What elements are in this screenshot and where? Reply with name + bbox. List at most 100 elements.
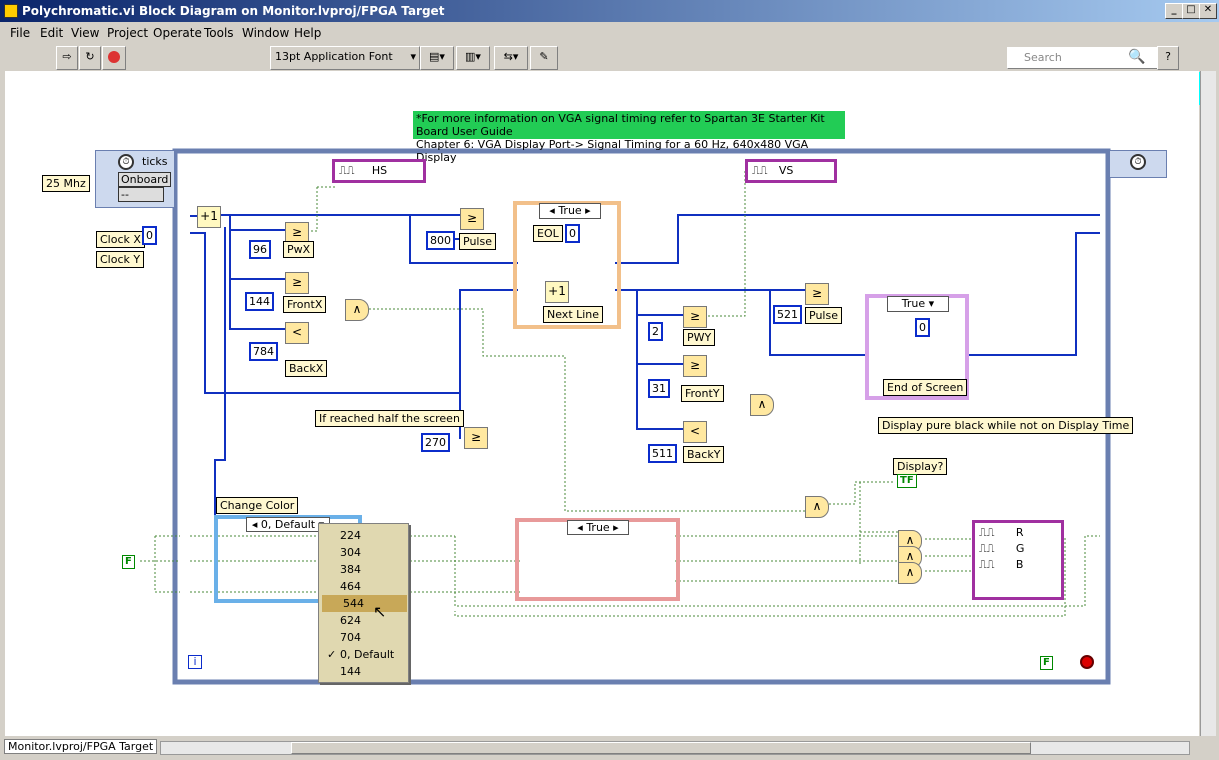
vs-indicator[interactable]: ⎍⎍ VS [745,159,837,183]
stop-icon[interactable] [1080,655,1094,669]
fronty-label: FrontY [681,385,724,402]
horizontal-scrollbar[interactable] [160,741,1190,755]
minimize-button[interactable]: _ [1165,3,1183,19]
menu-item-464[interactable]: 464 [340,580,361,593]
eos-case-structure[interactable]: True ▾ 0 End of Screen [865,294,969,400]
backx-constant[interactable]: 784 [249,342,278,361]
fronty-constant[interactable]: 31 [648,379,670,398]
and-display-icon[interactable]: ∧ [805,496,829,518]
menu-item-624[interactable]: 624 [340,614,361,627]
cursor-icon: ↖ [373,602,387,621]
zero-constant[interactable]: 0 [142,226,157,245]
maximize-button[interactable]: □ [1182,3,1200,19]
cleanup-icon[interactable]: ✎ [530,46,558,70]
stop-false-constant[interactable]: F [1040,656,1053,670]
compare-pulse-icon[interactable]: ≥ [460,208,484,230]
pwx-constant[interactable]: 96 [249,240,271,259]
menu-item-144[interactable]: 144 [340,665,361,678]
distribute-icon[interactable]: ▥▾ [456,46,490,70]
menu-view[interactable]: View [71,26,100,40]
clock-rate-label: 25 Mhz [42,175,90,192]
backy-constant[interactable]: 511 [648,444,677,463]
search-input[interactable]: Search [1007,47,1173,69]
menu-item-304[interactable]: 304 [340,546,361,559]
color-case-selector[interactable]: ◂ 0, Default ▾ [246,517,330,532]
tick-count-node-right[interactable]: ⏱ [1109,150,1167,178]
pulse-constant[interactable]: 800 [426,231,455,250]
and-b-icon[interactable]: ∧ [898,562,922,584]
menu-file[interactable]: File [10,26,31,40]
search-icon[interactable]: 🔍 [1128,49,1146,65]
font-select[interactable]: 13pt Application Font▾ [270,46,420,70]
run-arrow-icon[interactable]: ⇨ [56,46,78,70]
abort-icon[interactable] [102,46,126,70]
and-frontx-icon[interactable]: ∧ [345,299,369,321]
help-button[interactable]: ? [1157,46,1179,70]
frontx-label: FrontX [283,296,327,313]
increment-node[interactable]: +1 [197,206,221,228]
and-fronty-icon[interactable]: ∧ [750,394,774,416]
frontx-constant[interactable]: 144 [245,292,274,311]
menu-help[interactable]: Help [294,26,322,40]
menu-item-704[interactable]: 704 [340,631,361,644]
eos-case-selector[interactable]: True ▾ [887,296,949,312]
status-bar: Monitor.lvproj/FPGA Target [0,737,1219,760]
case-structure-true[interactable]: ◂ True ▸ [515,518,680,601]
compare-pulse-y-icon[interactable]: ≥ [805,283,829,305]
while-loop-frame [172,148,1111,685]
backx-label: BackX [285,360,328,377]
eos-label: End of Screen [883,379,968,396]
tick-count-node[interactable]: ⏱ ticks Onboard -- [95,150,175,208]
menu-item-544[interactable]: 544 [322,595,407,612]
half-screen-note: If reached half the screen [315,410,464,427]
false-constant[interactable]: F [122,555,135,569]
compare-backy-icon[interactable]: < [683,421,707,443]
menu-item-384[interactable]: 384 [340,563,361,576]
menu-item-224[interactable]: 224 [340,529,361,542]
menu-edit[interactable]: Edit [40,26,64,40]
nextline-label: Next Line [543,306,604,323]
compare-fronty-icon[interactable]: ≥ [683,355,707,377]
close-button[interactable]: ✕ [1199,3,1217,19]
case-selector-2[interactable]: ◂ True ▸ [567,520,629,535]
menu-bar: File Edit View Project Operate Tools Win… [0,22,1219,42]
compare-frontx-icon[interactable]: ≥ [285,272,309,294]
align-icon[interactable]: ▤▾ [420,46,454,70]
pwy-label: PWY [683,329,716,346]
dash-label: -- [118,187,164,202]
backy-label: BackY [683,446,725,463]
menu-item-default[interactable]: 0, Default [340,648,395,661]
reorder-icon[interactable]: ⇆▾ [494,46,528,70]
eol-constant[interactable]: 0 [565,224,580,243]
run-continuously-icon[interactable]: ↻ [79,46,101,70]
vertical-scrollbar[interactable] [1200,71,1216,736]
onboard-label[interactable]: Onboard [118,172,172,187]
eol-case-structure[interactable]: ◂ True ▸ EOL 0 +1 Next Line [513,201,621,329]
block-diagram-canvas[interactable]: *For more information on VGA signal timi… [5,71,1199,736]
display-terminal[interactable]: TF [897,474,917,488]
pwy-constant[interactable]: 2 [648,322,663,341]
pulse-y-label: Pulse [805,307,842,324]
clock-icon: ⏱ [1130,154,1146,170]
display-label: Display? [893,458,948,475]
compare-half-icon[interactable]: ≥ [464,427,488,449]
eos-constant[interactable]: 0 [915,318,930,337]
menu-project[interactable]: Project [107,26,149,40]
scrollbar-thumb[interactable] [291,742,1031,754]
case-selector[interactable]: ◂ True ▸ [539,203,601,219]
increment-line-node[interactable]: +1 [545,281,569,303]
ticks-label: ticks [142,155,168,168]
hs-indicator[interactable]: ⎍⎍ HS [332,159,426,183]
ring-dropdown-menu[interactable]: 224 304 384 464 544 624 704 ✓ 0, Default… [318,523,409,683]
half-constant[interactable]: 270 [421,433,450,452]
menu-window[interactable]: Window [242,26,290,40]
eol-label: EOL [533,225,563,242]
compare-backx-icon[interactable]: < [285,322,309,344]
menu-tools[interactable]: Tools [204,26,234,40]
rgb-indicator[interactable]: ⎍⎍ R ⎍⎍ G ⎍⎍ B [972,520,1064,600]
menu-operate[interactable]: Operate [153,26,202,40]
app-icon [4,4,18,18]
compare-pwy-icon[interactable]: ≥ [683,306,707,328]
pulse-y-constant[interactable]: 521 [773,305,802,324]
iteration-terminal[interactable]: i [188,655,202,669]
